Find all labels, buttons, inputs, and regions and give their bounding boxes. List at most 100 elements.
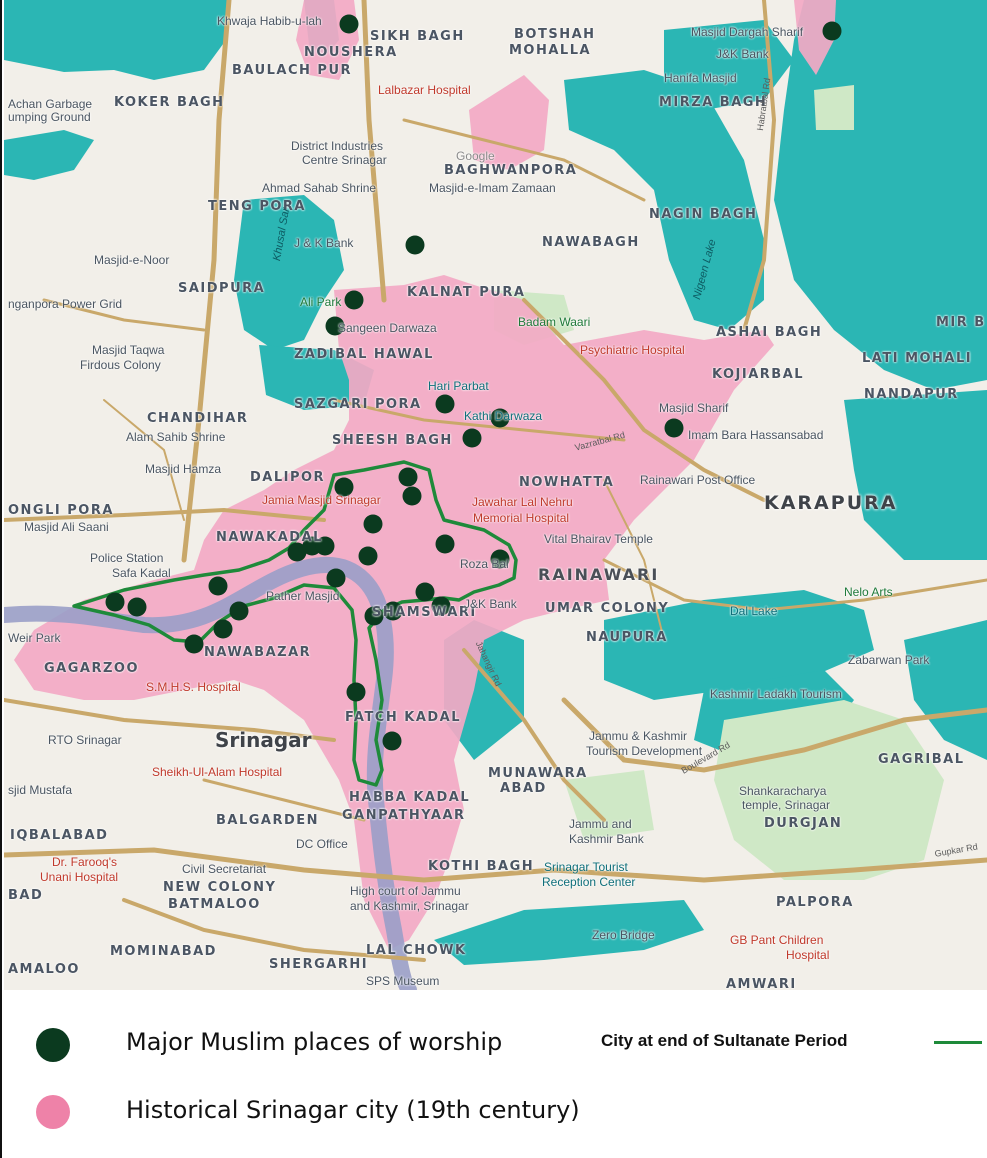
- poi-label[interactable]: Reception Center: [542, 875, 636, 889]
- poi-label[interactable]: District Industries: [291, 139, 384, 153]
- poi-label[interactable]: RTO Srinagar: [48, 733, 122, 747]
- historical-lalbazar: [469, 75, 549, 170]
- worship-place-marker[interactable]: [213, 619, 233, 639]
- worship-place-marker[interactable]: [431, 596, 451, 616]
- worship-place-marker[interactable]: [315, 536, 335, 556]
- poi-label[interactable]: Civil Secretariat: [182, 862, 267, 876]
- poi-label[interactable]: Hospital: [786, 948, 830, 962]
- poi-label[interactable]: Weir Park: [8, 631, 61, 645]
- poi-label[interactable]: Unani Hospital: [40, 870, 119, 884]
- worship-place-marker[interactable]: [415, 582, 435, 602]
- poi-label[interactable]: Jammu and: [569, 817, 632, 831]
- poi-label[interactable]: Masjid-e-Noor: [94, 253, 170, 267]
- worship-place-marker[interactable]: [664, 418, 684, 438]
- poi-label[interactable]: Zabarwan Park: [848, 653, 930, 667]
- poi-label[interactable]: Memorial Hospital: [473, 511, 570, 525]
- worship-place-marker[interactable]: [326, 568, 346, 588]
- worship-place-marker[interactable]: [346, 682, 366, 702]
- worship-place-marker[interactable]: [822, 21, 842, 41]
- poi-label[interactable]: Psychiatric Hospital: [580, 343, 685, 357]
- worship-place-marker[interactable]: [435, 534, 455, 554]
- lake-mirza: [664, 20, 794, 110]
- poi-label[interactable]: Sheikh-Ul-Alam Hospital: [152, 765, 283, 779]
- poi-label[interactable]: Sangeen Darwaza: [338, 321, 437, 335]
- poi-label[interactable]: Dr. Farooq's: [52, 855, 117, 869]
- poi-label[interactable]: Khwaja Habib-u-lah: [217, 14, 322, 28]
- poi-label[interactable]: Nelo Arts: [844, 585, 893, 599]
- worship-place-marker[interactable]: [435, 394, 455, 414]
- road-14: [332, 398, 626, 442]
- poi-label[interactable]: J & K Bank: [294, 236, 354, 250]
- poi-label[interactable]: Pather Masjid: [266, 589, 340, 603]
- poi-label[interactable]: J&K Bank: [464, 597, 517, 611]
- poi-label[interactable]: High court of Jammu: [350, 884, 461, 898]
- poi-label[interactable]: temple, Srinagar: [742, 798, 831, 812]
- worship-place-marker[interactable]: [402, 486, 422, 506]
- worship-place-marker[interactable]: [363, 514, 383, 534]
- poi-label[interactable]: Hanifa Masjid: [664, 71, 737, 85]
- map-panel[interactable]: SIKH BAGH BOTSHAH MOHALLA NOUSHERA BAULA…: [4, 0, 987, 990]
- poi-label[interactable]: Srinagar Tourist: [544, 860, 628, 874]
- poi-label[interactable]: Police Station: [90, 551, 164, 565]
- worship-place-marker[interactable]: [287, 542, 307, 562]
- poi-label[interactable]: Zero Bridge: [592, 928, 655, 942]
- poi-label[interactable]: nganpora Power Grid: [8, 297, 123, 311]
- worship-place-marker[interactable]: [382, 731, 402, 751]
- worship-place-marker[interactable]: [208, 576, 228, 596]
- poi-label[interactable]: Kathi Darwaza: [464, 409, 543, 423]
- poi-label[interactable]: Alam Sahib Shrine: [126, 430, 226, 444]
- worship-place-marker[interactable]: [184, 634, 204, 654]
- poi-label[interactable]: Masjid Dargah Sharif: [691, 25, 804, 39]
- poi-label[interactable]: Vital Bhairav Temple: [544, 532, 653, 546]
- poi-label[interactable]: and Kashmir, Srinagar: [350, 899, 469, 913]
- poi-label[interactable]: Lalbazar Hospital: [378, 83, 471, 97]
- poi-label[interactable]: Imam Bara Hassansabad: [688, 428, 824, 442]
- poi-label[interactable]: Centre Srinagar: [302, 153, 387, 167]
- poi-label[interactable]: Masjid-e-Imam Zamaan: [429, 181, 556, 195]
- poi-label[interactable]: sjid Mustafa: [8, 783, 73, 797]
- poi-label[interactable]: Masjid Hamza: [145, 462, 222, 476]
- poi-label[interactable]: Masjid Sharif: [659, 401, 729, 415]
- poi-label[interactable]: Ahmad Sahab Shrine: [262, 181, 377, 195]
- worship-place-marker[interactable]: [105, 592, 125, 612]
- poi-label[interactable]: SPS Museum: [366, 974, 440, 988]
- poi-label[interactable]: Hari Parbat: [428, 379, 489, 393]
- worship-place-marker[interactable]: [334, 477, 354, 497]
- worship-place-marker[interactable]: [490, 408, 510, 428]
- worship-place-marker[interactable]: [344, 290, 364, 310]
- worship-place-marker[interactable]: [339, 14, 359, 34]
- poi-label[interactable]: Kashmir Ladakh Tourism: [710, 687, 842, 701]
- worship-place-marker[interactable]: [405, 235, 425, 255]
- poi-label[interactable]: Jamia Masjid Srinagar: [262, 493, 381, 507]
- worship-place-marker[interactable]: [383, 601, 403, 621]
- poi-label[interactable]: Safa Kadal: [112, 566, 171, 580]
- poi-label[interactable]: Masjid Taqwa: [92, 343, 165, 357]
- poi-label[interactable]: Achan Garbage: [8, 97, 93, 111]
- poi-label[interactable]: S.M.H.S. Hospital: [146, 680, 241, 694]
- poi-label[interactable]: Dal Lake: [730, 604, 778, 618]
- worship-place-marker[interactable]: [364, 606, 384, 626]
- poi-label[interactable]: GB Pant Children: [730, 933, 824, 947]
- poi-label[interactable]: Jammu & Kashmir: [589, 729, 688, 743]
- poi-label[interactable]: Tourism Development: [586, 744, 703, 758]
- worship-place-marker[interactable]: [490, 549, 510, 569]
- poi-label[interactable]: DC Office: [296, 837, 348, 851]
- poi-label[interactable]: Ali Park: [300, 295, 342, 309]
- poi-label[interactable]: umping Ground: [8, 110, 91, 124]
- worship-place-marker[interactable]: [127, 597, 147, 617]
- poi-label[interactable]: Masjid Ali Saani: [24, 520, 109, 534]
- poi-label[interactable]: J&K Bank: [716, 47, 769, 61]
- poi-label[interactable]: Rainawari Post Office: [640, 473, 756, 487]
- worship-place-marker[interactable]: [398, 467, 418, 487]
- worship-place-marker[interactable]: [302, 536, 322, 556]
- poi-label[interactable]: Badam Waari: [518, 315, 591, 329]
- poi-label[interactable]: Firdous Colony: [80, 358, 161, 372]
- poi-label[interactable]: Roza Bal: [460, 557, 509, 571]
- worship-place-marker[interactable]: [229, 601, 249, 621]
- worship-place-marker[interactable]: [462, 428, 482, 448]
- poi-label[interactable]: Jawahar Lal Nehru: [472, 495, 573, 509]
- poi-label[interactable]: Shankaracharya: [739, 784, 827, 798]
- poi-label[interactable]: Kashmir Bank: [569, 832, 644, 846]
- worship-place-marker[interactable]: [325, 316, 345, 336]
- worship-place-marker[interactable]: [358, 546, 378, 566]
